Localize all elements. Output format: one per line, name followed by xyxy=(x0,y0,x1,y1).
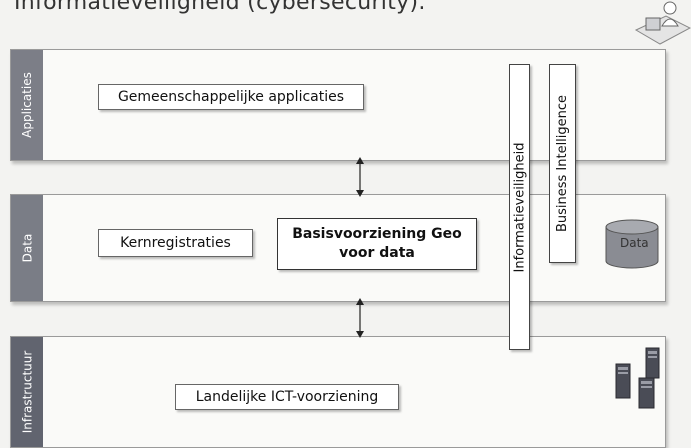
box-landelijke-ict-voorziening: Landelijke ICT-voorziening xyxy=(175,384,399,410)
figure-caption: Informatieveiligheid (cybersecurity). xyxy=(14,0,426,15)
box-basisvoorziening-geo: Basisvoorziening Geo voor data xyxy=(277,218,477,270)
bar-business-intelligence: Business Intelligence xyxy=(549,64,576,263)
arrow-applicaties-data xyxy=(356,157,364,197)
layer-label-applicaties: Applicaties xyxy=(20,72,34,138)
layer-label-infrastructuur: Infrastructuur xyxy=(20,350,35,434)
servers-icon xyxy=(615,347,660,409)
layer-tab-infrastructuur: Infrastructuur xyxy=(11,337,43,447)
layer-tab-applicaties: Applicaties xyxy=(11,50,43,160)
database-label: Data xyxy=(620,236,649,250)
layer-tab-data: Data xyxy=(11,195,43,301)
layer-label-data: Data xyxy=(20,233,34,263)
layer-infrastructuur: Infrastructuur Landelijke ICT-voorzienin… xyxy=(10,336,666,448)
user-at-computer-icon xyxy=(634,1,691,45)
arrow-data-infrastructuur xyxy=(356,298,364,338)
database-icon: Data xyxy=(604,219,660,269)
box-kernregistraties: Kernregistraties xyxy=(98,229,253,257)
bar-informatieveiligheid: Informatieveiligheid xyxy=(509,64,530,350)
box-gemeenschappelijke-applicaties: Gemeenschappelijke applicaties xyxy=(98,84,364,110)
